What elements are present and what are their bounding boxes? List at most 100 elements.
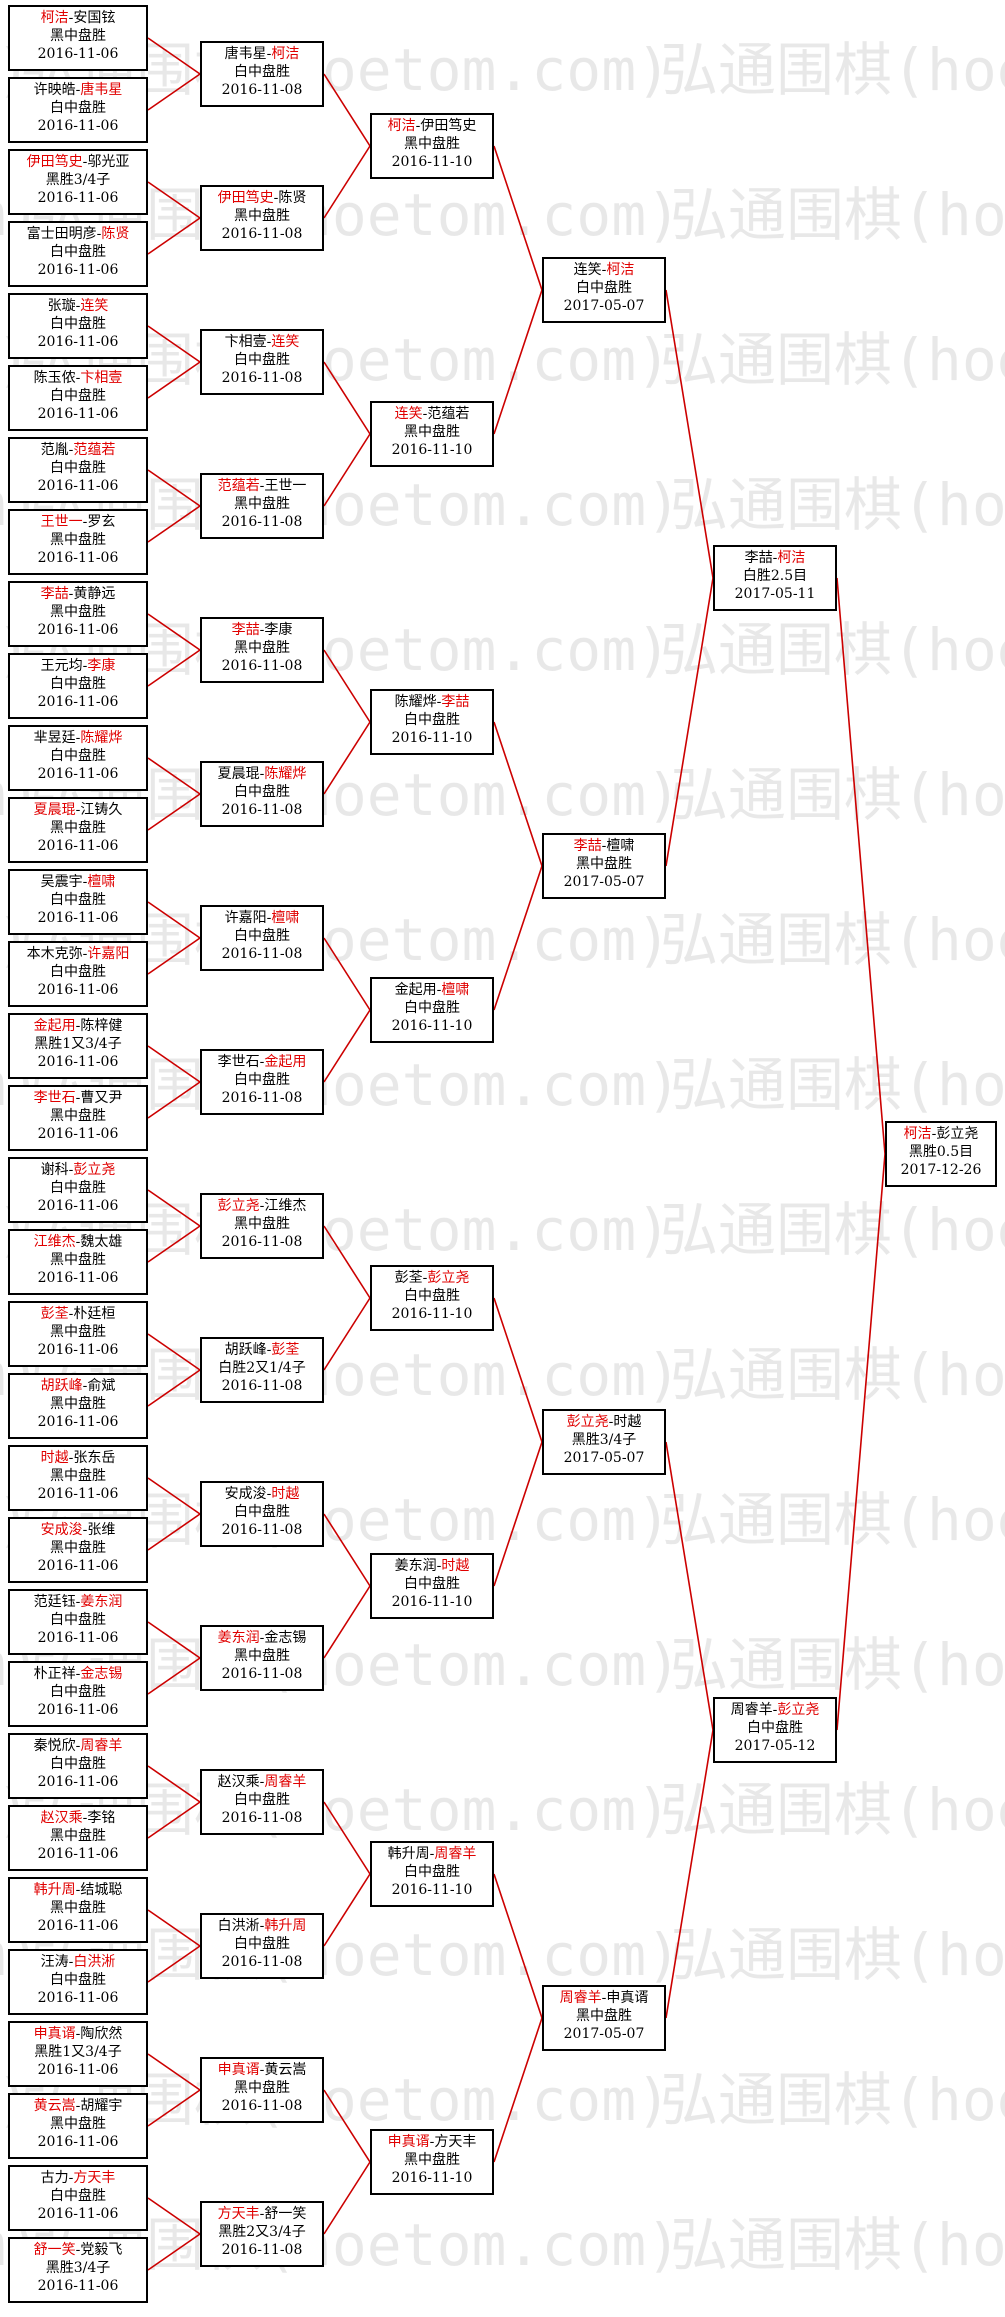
player-name: 伊田笃史 <box>26 154 83 170</box>
match-players: 赵汉乘-周睿羊 <box>202 1773 322 1791</box>
match-date: 2017-05-12 <box>734 1738 816 1754</box>
match-date: 2016-11-08 <box>221 1234 303 1250</box>
player-name: 陈玉侬 <box>33 370 76 386</box>
match-date: 2016-11-06 <box>37 1126 119 1142</box>
bracket-connector <box>323 145 371 219</box>
player-separator: - <box>82 946 88 962</box>
match-date: 2017-05-07 <box>563 298 645 314</box>
bracket-connector <box>147 2233 201 2271</box>
match-result: 白中盘胜 <box>404 1576 460 1592</box>
player-separator: - <box>75 2098 81 2114</box>
match-result: 黑中盘胜 <box>50 1900 106 1916</box>
bracket-connector <box>147 37 201 75</box>
player-name: 方天丰 <box>434 2134 477 2150</box>
player-name: 秦悦欣 <box>33 1738 76 1754</box>
match-players: 李世石-金起用 <box>202 1053 322 1071</box>
match-result: 白中盘胜 <box>234 1072 290 1088</box>
bracket-connector <box>147 1477 201 1515</box>
bracket-connector <box>147 181 201 219</box>
player-name: 本木克弥 <box>26 946 83 962</box>
player-name: 柯洁 <box>903 1126 932 1142</box>
match-date: 2016-11-06 <box>37 478 119 494</box>
match-date: 2016-11-08 <box>221 1810 303 1826</box>
match-players: 申真谞-陶欣然 <box>10 2025 146 2043</box>
match-result: 黑中盘胜 <box>50 1396 106 1412</box>
bracket-connector <box>147 217 201 255</box>
player-name: 唐韦星 <box>224 46 267 62</box>
bracket-connector <box>147 1081 201 1119</box>
player-name: 时越 <box>441 1558 470 1574</box>
match-players: 夏晨琨-陈耀烨 <box>202 765 322 783</box>
bracket-connector <box>147 1621 201 1659</box>
player-name: 申真谞 <box>387 2134 430 2150</box>
match-date: 2016-11-06 <box>37 262 119 278</box>
match-date: 2016-11-06 <box>37 2206 119 2222</box>
player-separator: - <box>68 10 74 26</box>
match-date: 2016-11-08 <box>221 226 303 242</box>
match-result: 白中盘胜 <box>404 712 460 728</box>
bracket-connector <box>147 469 201 507</box>
match-result: 白中盘胜 <box>50 964 106 980</box>
player-name: 赵汉乘 <box>217 1774 260 1790</box>
match-result: 黑中盘胜 <box>234 640 290 656</box>
match-result: 白胜2又1/4子 <box>218 1360 306 1376</box>
bracket-connector <box>665 1729 714 2019</box>
player-name: 李康 <box>87 658 116 674</box>
match-result: 黑中盘胜 <box>234 208 290 224</box>
match-players: 柯洁-安国铉 <box>10 9 146 27</box>
match-result: 白中盘胜 <box>50 1756 106 1772</box>
player-name: 周睿羊 <box>80 1738 123 1754</box>
player-name: 胡跃峰 <box>40 1378 83 1394</box>
match-players: 金起用-檀啸 <box>372 981 492 999</box>
match-date: 2016-11-06 <box>37 1198 119 1214</box>
match-date: 2016-11-10 <box>391 1882 473 1898</box>
player-separator: - <box>68 586 74 602</box>
player-name: 彭立尧 <box>73 1162 116 1178</box>
player-name: 彭立尧 <box>217 1198 260 1214</box>
player-name: 柯洁 <box>271 46 300 62</box>
match-players: 谢科-彭立尧 <box>10 1161 146 1179</box>
player-name: 白洪淅 <box>217 1918 260 1934</box>
match-players: 唐韦星-柯洁 <box>202 45 322 63</box>
player-separator: - <box>68 1162 74 1178</box>
bracket-connector <box>147 1801 201 1839</box>
player-separator: - <box>75 1018 81 1034</box>
player-name: 安成浚 <box>224 1486 267 1502</box>
player-name: 唐韦星 <box>80 82 123 98</box>
player-name: 连笑 <box>394 406 423 422</box>
match-players: 李世石-曹又尹 <box>10 1089 146 1107</box>
player-name: 韩升周 <box>33 1882 76 1898</box>
player-name: 申真谞 <box>33 2026 76 2042</box>
player-separator: - <box>772 550 778 566</box>
bracket-connector <box>147 1045 201 1083</box>
player-name: 方天丰 <box>73 2170 116 2186</box>
bracket-connector <box>147 1513 201 1551</box>
player-separator: - <box>266 334 272 350</box>
player-separator: - <box>266 46 272 62</box>
match-date: 2016-11-06 <box>37 1054 119 1070</box>
match-result: 白中盘胜 <box>50 1972 106 1988</box>
match-players: 周睿羊-申真谞 <box>544 1989 664 2007</box>
match-date: 2016-11-08 <box>221 1666 303 1682</box>
match-result: 白中盘胜 <box>50 100 106 116</box>
player-name: 卞相壹 <box>224 334 267 350</box>
player-name: 方天丰 <box>217 2206 260 2222</box>
match-players: 申真谞-方天丰 <box>372 2133 492 2151</box>
match-players: 卞相壹-连笑 <box>202 333 322 351</box>
player-separator: - <box>601 1990 607 2006</box>
match-players: 申真谞-黄云嵩 <box>202 2061 322 2079</box>
bracket-connector <box>147 937 201 975</box>
player-name: 李喆 <box>441 694 470 710</box>
